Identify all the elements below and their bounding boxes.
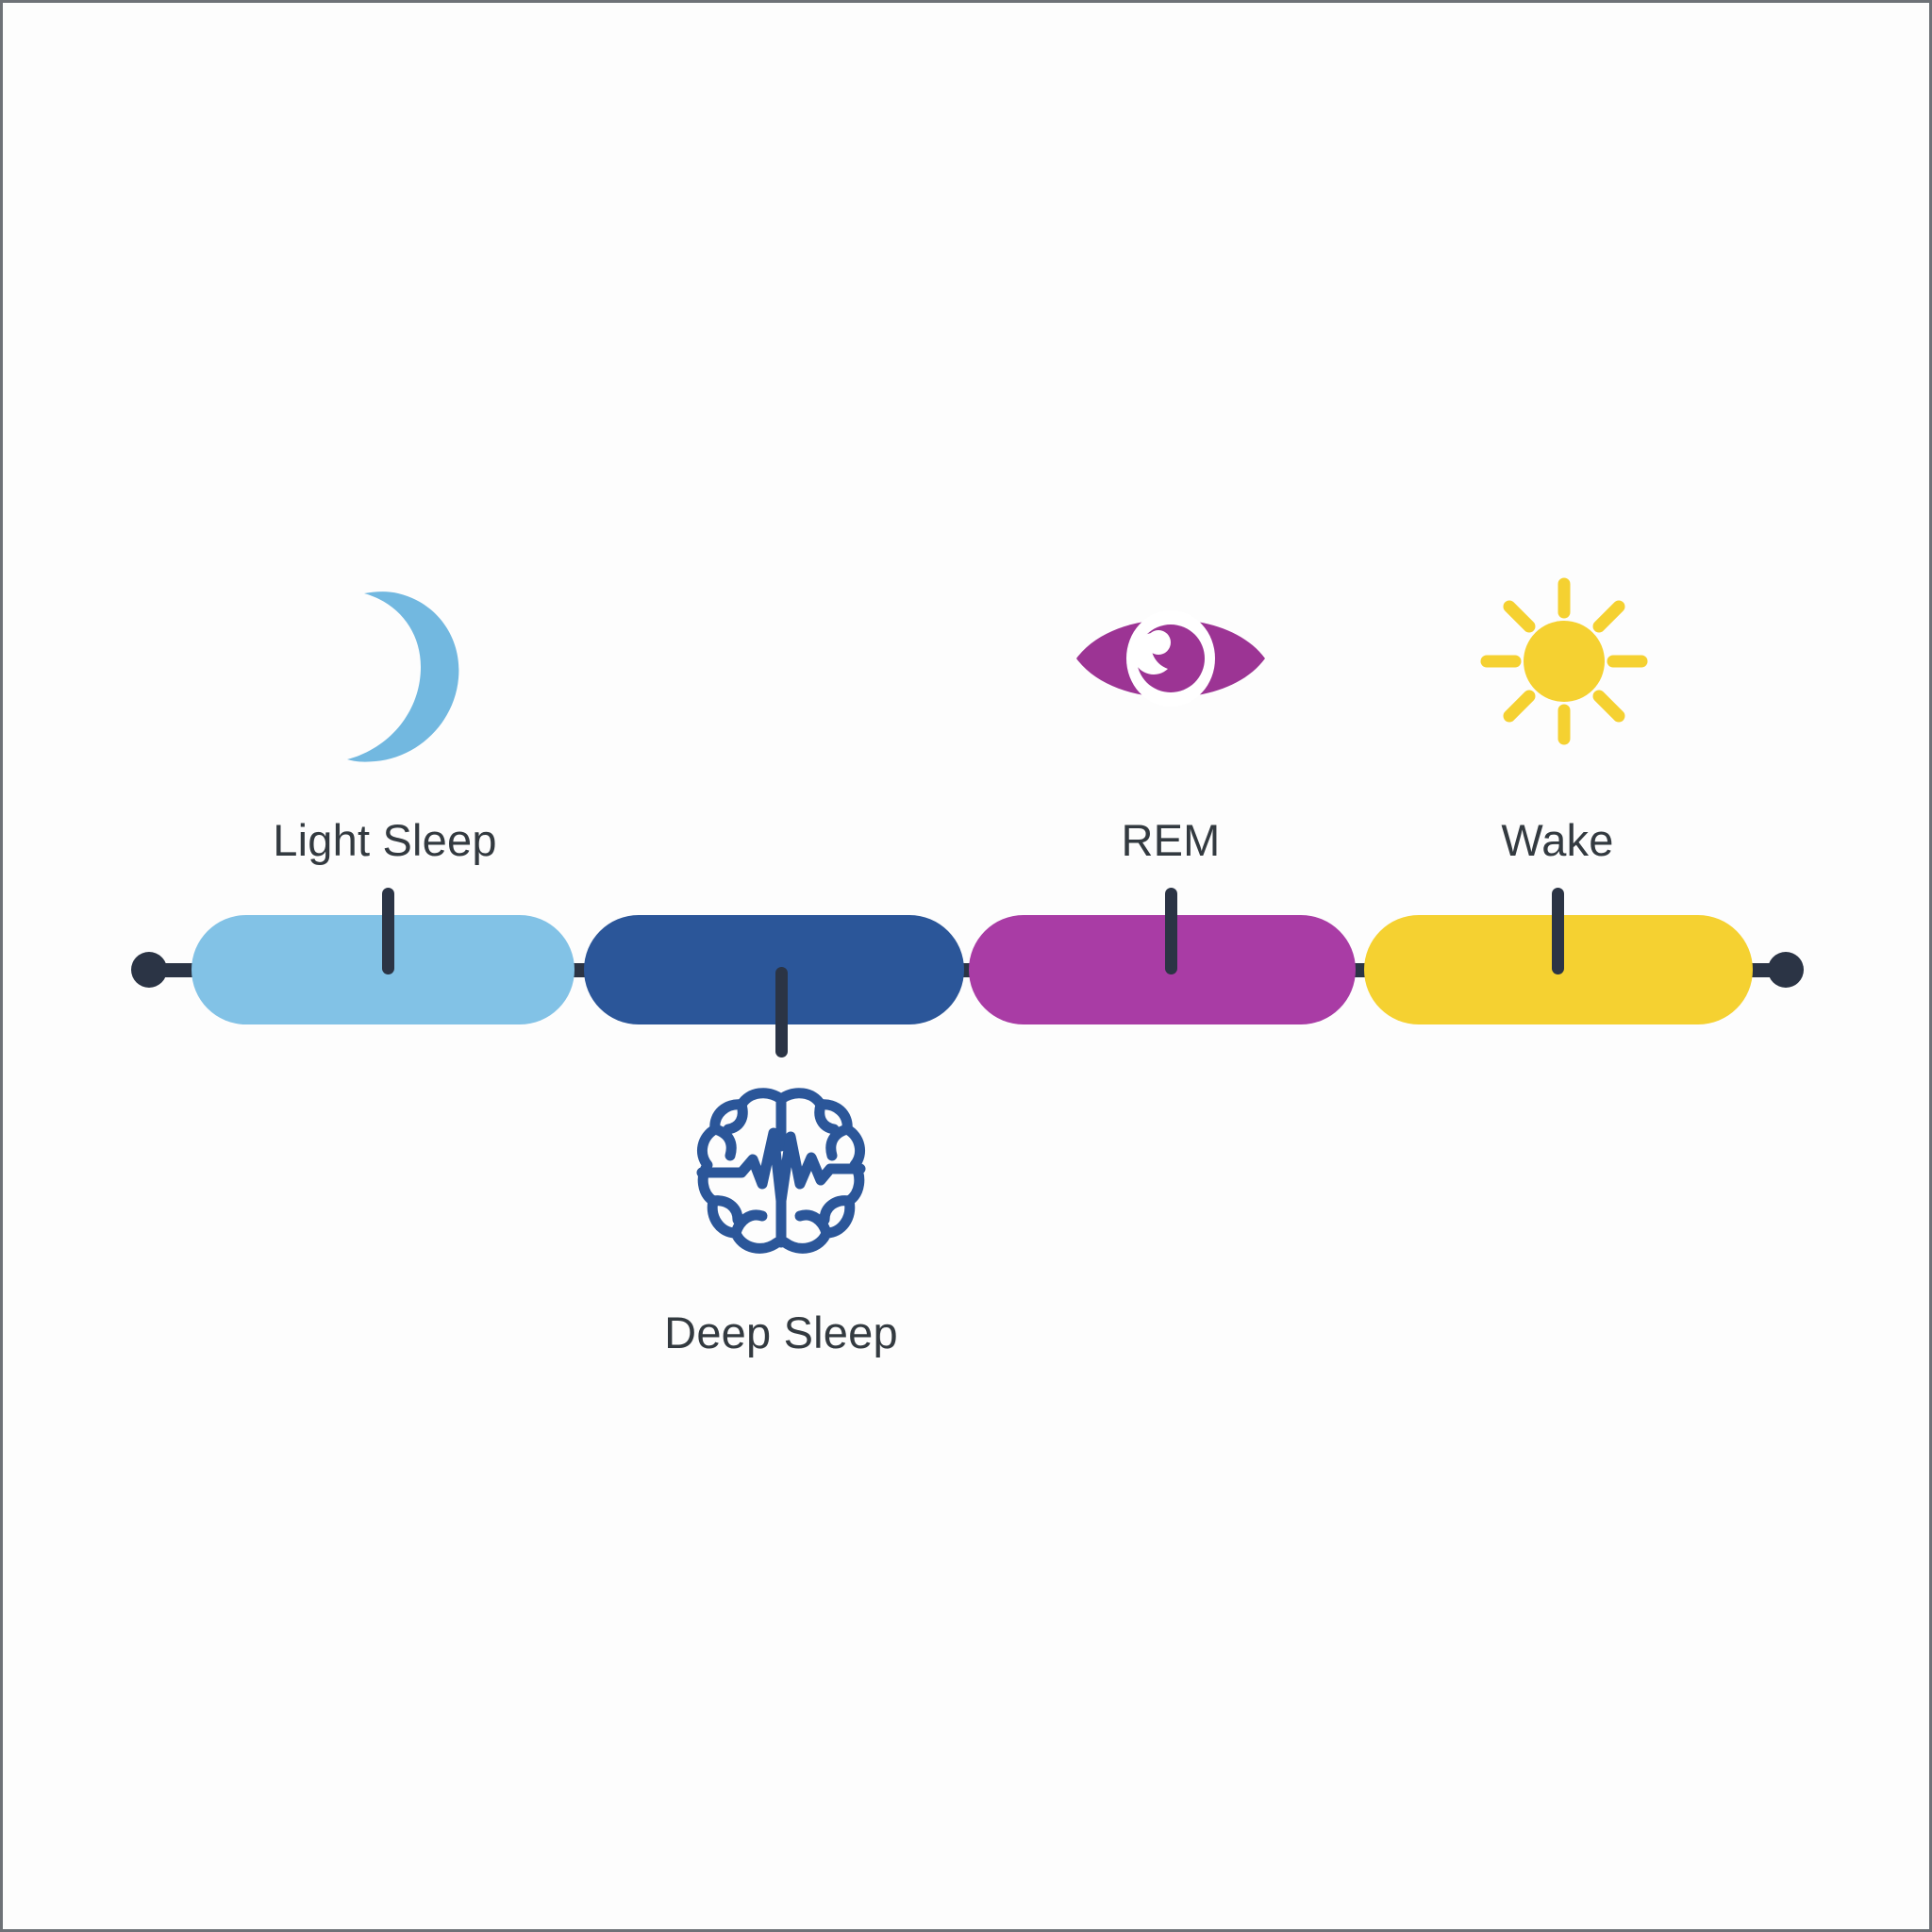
eye-icon [1072,597,1270,720]
sun-icon [1479,576,1649,746]
stage-label-rem: REM [1121,815,1221,865]
tick-deep-sleep [775,967,788,1058]
moon-icon [300,586,470,765]
tick-light-sleep [382,888,394,974]
stage-label-deep-sleep: Deep Sleep [664,1307,898,1357]
stage-label-light-sleep: Light Sleep [273,815,497,865]
tick-wake [1552,888,1564,974]
tick-rem [1165,888,1177,974]
brain-icon [687,1078,875,1267]
stage-label-wake: Wake [1501,815,1614,865]
stage-bar-deep-sleep[interactable] [584,915,964,1024]
timeline-start-dot [131,952,167,988]
stage-bar-rem[interactable] [969,915,1356,1024]
timeline-end-dot [1768,952,1804,988]
